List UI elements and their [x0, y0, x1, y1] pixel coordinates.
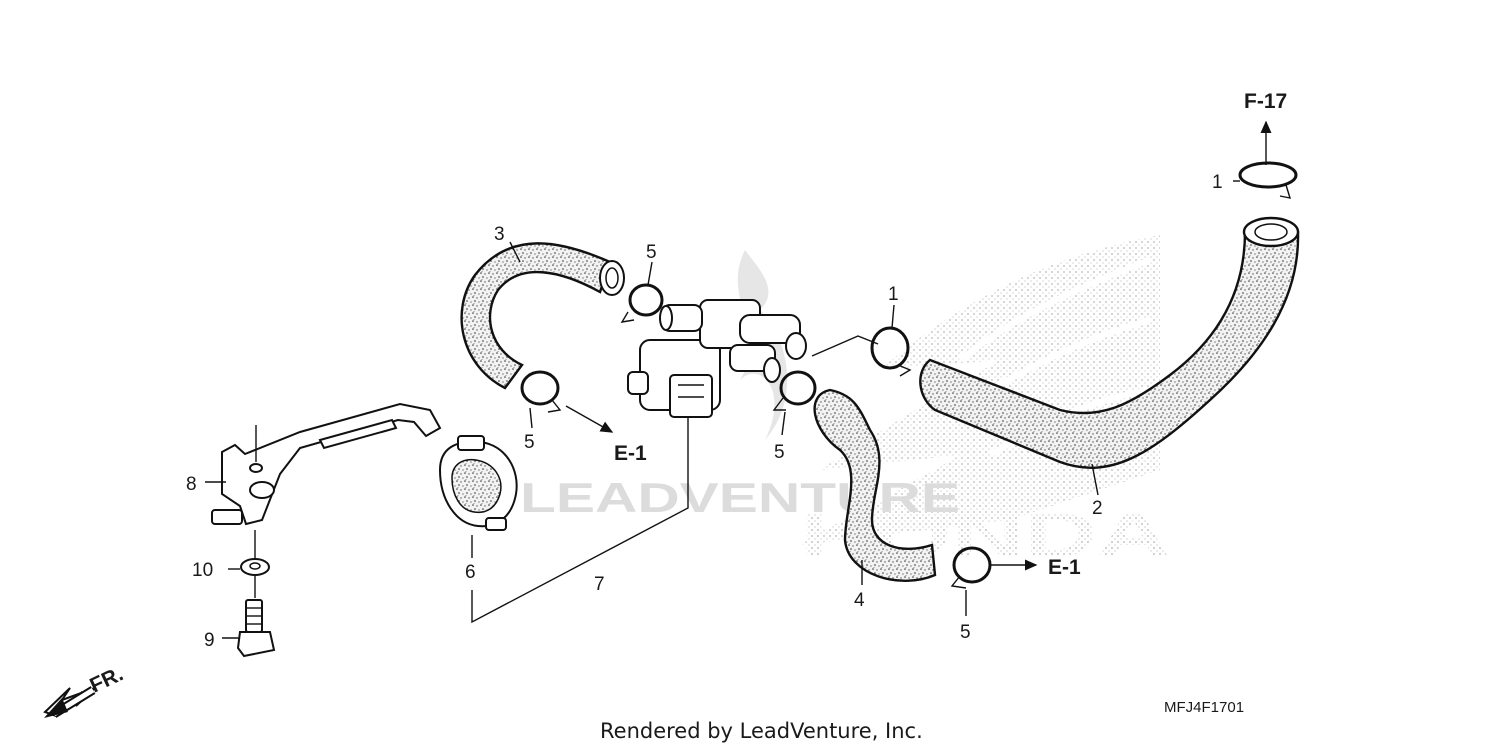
- hose-3: [460, 242, 625, 390]
- callout-2: 2: [1092, 498, 1103, 519]
- bracket-8: [211, 402, 442, 526]
- washer-10: [240, 558, 270, 576]
- clamp-1-middle: [870, 326, 912, 377]
- clamp-5-center: [772, 370, 817, 411]
- callout-5-center: 5: [774, 442, 785, 463]
- hose-2: [919, 216, 1300, 469]
- front-arrow-icon: [43, 686, 96, 718]
- rubber-mount-6: [438, 435, 518, 531]
- diagram-code: MFJ4F1701: [1164, 699, 1244, 716]
- leader-lines: [205, 120, 1272, 639]
- clamp-5-lower-left: [520, 370, 562, 413]
- callout-9: 9: [204, 630, 215, 651]
- ref-e1-right[interactable]: E-1: [1048, 556, 1081, 579]
- callout-5-upper-left: 5: [646, 242, 657, 263]
- callout-10: 10: [192, 560, 213, 581]
- callout-8: 8: [186, 474, 197, 495]
- callout-1-top: 1: [1212, 172, 1223, 193]
- air-injection-valve: [627, 299, 807, 418]
- callout-5-lower-right: 5: [960, 622, 971, 643]
- footer-credit: Rendered by LeadVenture, Inc.: [600, 719, 923, 743]
- clamp-1-top: [1238, 161, 1298, 199]
- hose-4: [813, 388, 937, 582]
- callout-3: 3: [494, 224, 505, 245]
- callout-4: 4: [854, 590, 865, 611]
- callout-7: 7: [594, 574, 605, 595]
- callout-1-middle: 1: [888, 284, 899, 305]
- leadventure-watermark: LEADVENTURE: [520, 474, 960, 521]
- ref-e1-left[interactable]: E-1: [614, 442, 647, 465]
- clamp-5-upper-left: [620, 283, 664, 323]
- ref-f17[interactable]: F-17: [1244, 90, 1287, 113]
- bolt-9: [236, 599, 276, 658]
- callout-5-lower-left: 5: [524, 432, 535, 453]
- callout-6: 6: [465, 562, 476, 583]
